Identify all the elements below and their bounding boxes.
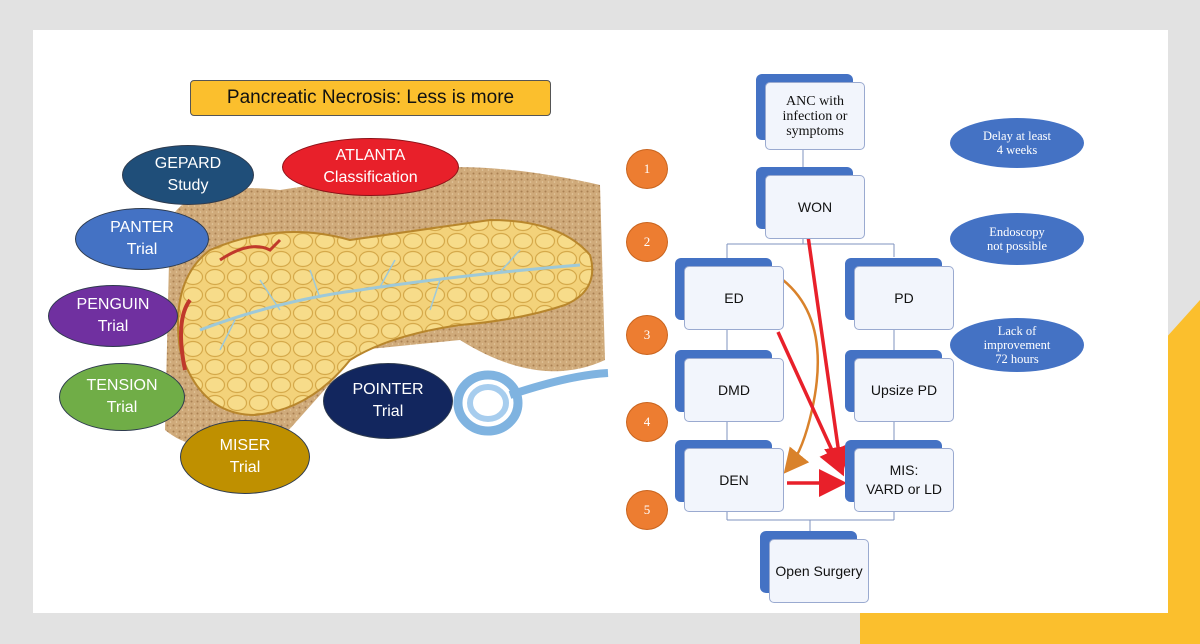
slide-title: Pancreatic Necrosis: Less is more: [190, 80, 551, 116]
dmd-box: DMD: [684, 358, 784, 422]
ed-to-mis-arrow: [776, 331, 846, 477]
atlanta-classification-oval: ATLANTA Classification: [282, 138, 459, 196]
endoscopy-note-oval: Endoscopy not possible: [950, 213, 1084, 265]
anc-box: ANC with infection or symptoms: [765, 82, 865, 150]
won-to-mis-arrow: [806, 235, 852, 475]
gepard-study-oval: GEPARD Study: [122, 145, 254, 205]
step-2-badge: 2: [626, 222, 668, 262]
panter-trial-oval: PANTER Trial: [75, 208, 209, 270]
miser-trial-oval: MISER Trial: [180, 420, 310, 494]
den-box: DEN: [684, 448, 784, 512]
step-1-badge: 1: [626, 149, 668, 189]
step-5-badge: 5: [626, 490, 668, 530]
won-box: WON: [765, 175, 865, 239]
ed-box: ED: [684, 266, 784, 330]
mis-box: MIS: VARD or LD: [854, 448, 954, 512]
delay-note-oval: Delay at least 4 weeks: [950, 118, 1084, 168]
stent-illustration: [453, 369, 609, 436]
ed-to-den-arrow: [782, 279, 820, 474]
step-3-badge: 3: [626, 315, 668, 355]
pd-box: PD: [854, 266, 954, 330]
upsize-pd-box: Upsize PD: [854, 358, 954, 422]
open-surgery-box: Open Surgery: [769, 539, 869, 603]
pancreas-illustration: [165, 167, 605, 448]
penguin-trial-oval: PENGUIN Trial: [48, 285, 178, 347]
tension-trial-oval: TENSION Trial: [59, 363, 185, 431]
lack-of-improvement-note-oval: Lack of improvement 72 hours: [950, 318, 1084, 372]
step-4-badge: 4: [626, 402, 668, 442]
pointer-trial-oval: POINTER Trial: [323, 363, 453, 439]
